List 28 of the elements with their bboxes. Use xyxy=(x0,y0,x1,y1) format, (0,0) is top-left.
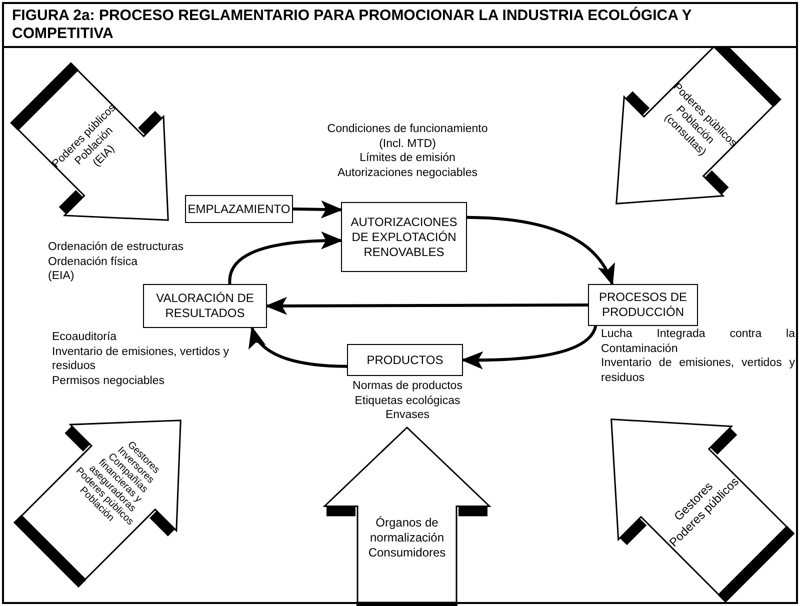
note-text: Ecoauditoría xyxy=(52,330,118,344)
process-box: EMPLAZAMIENTO xyxy=(185,195,293,223)
note-text: Inventario de emisiones, vertidos y residuos xyxy=(601,356,795,385)
process-box: PROCESOS DE PRODUCCIÓN xyxy=(588,284,698,326)
arrow-label: Consumidores xyxy=(368,545,446,560)
note-text: Permisos negociables xyxy=(52,374,166,388)
note-text: Condiciones de funcionamiento xyxy=(326,122,489,136)
process-box: VALORACIÓN DE RESULTADOS xyxy=(143,284,267,328)
arrow xyxy=(250,326,348,368)
arrow xyxy=(466,216,614,286)
process-box: AUTORIZACIONES DE EXPLOTACIÓN RENOVABLES xyxy=(341,202,467,272)
note-text: Envases xyxy=(384,408,431,422)
process-box: PRODUCTOS xyxy=(347,344,463,376)
note-text: Normas de productos xyxy=(352,379,464,394)
arrow xyxy=(292,200,343,218)
note-text: Ordenación de estructuras xyxy=(48,240,185,254)
note-text: Ordenación física xyxy=(48,254,138,269)
note-text: Lucha Integrada contra la Contaminación xyxy=(601,327,795,356)
note-text: Inventario de emisiones, vertidos y residuos xyxy=(52,344,230,374)
arrow xyxy=(461,325,598,370)
note-text: Autorizaciones negociables xyxy=(336,166,478,180)
note-text: (Incl. MTD) xyxy=(378,136,437,151)
note-text: Límites de emisión xyxy=(358,151,456,166)
arrow-label: Órganos de normalización xyxy=(368,515,446,546)
note-text: (EIA) xyxy=(48,269,76,284)
note-text: Etiquetas ecológicas xyxy=(354,394,462,408)
arrow xyxy=(265,296,588,315)
arrow xyxy=(228,232,343,284)
